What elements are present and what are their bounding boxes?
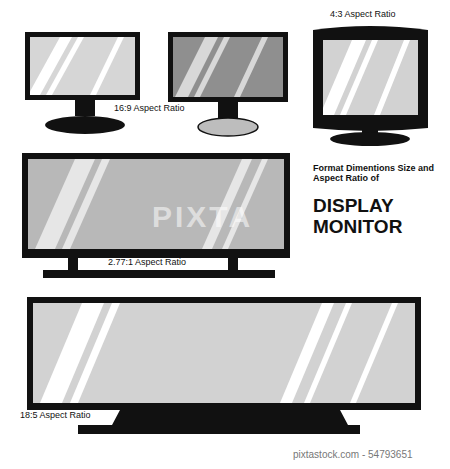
aspect-label: 2.77:1 Aspect Ratio [108,258,186,268]
aspect-label: 16:9 Aspect Ratio [114,104,185,114]
heading-subtitle: Format Dimentions Size and Aspect Ratio … [313,164,435,184]
aspect-label: 4:3 Aspect Ratio [330,10,396,20]
monitor-16-9-a [25,32,140,134]
monitor-16-9-b [168,32,288,136]
monitor-4-3 [313,26,428,146]
watermark: PIXTA [152,200,253,233]
monitor-2-77-1 [22,153,290,278]
aspect-label: 18:5 Aspect Ratio [20,411,91,421]
stock-credit: pixtastock.com - 54793651 [293,449,413,460]
heading-title: DISPLAY MONITOR [313,196,431,238]
